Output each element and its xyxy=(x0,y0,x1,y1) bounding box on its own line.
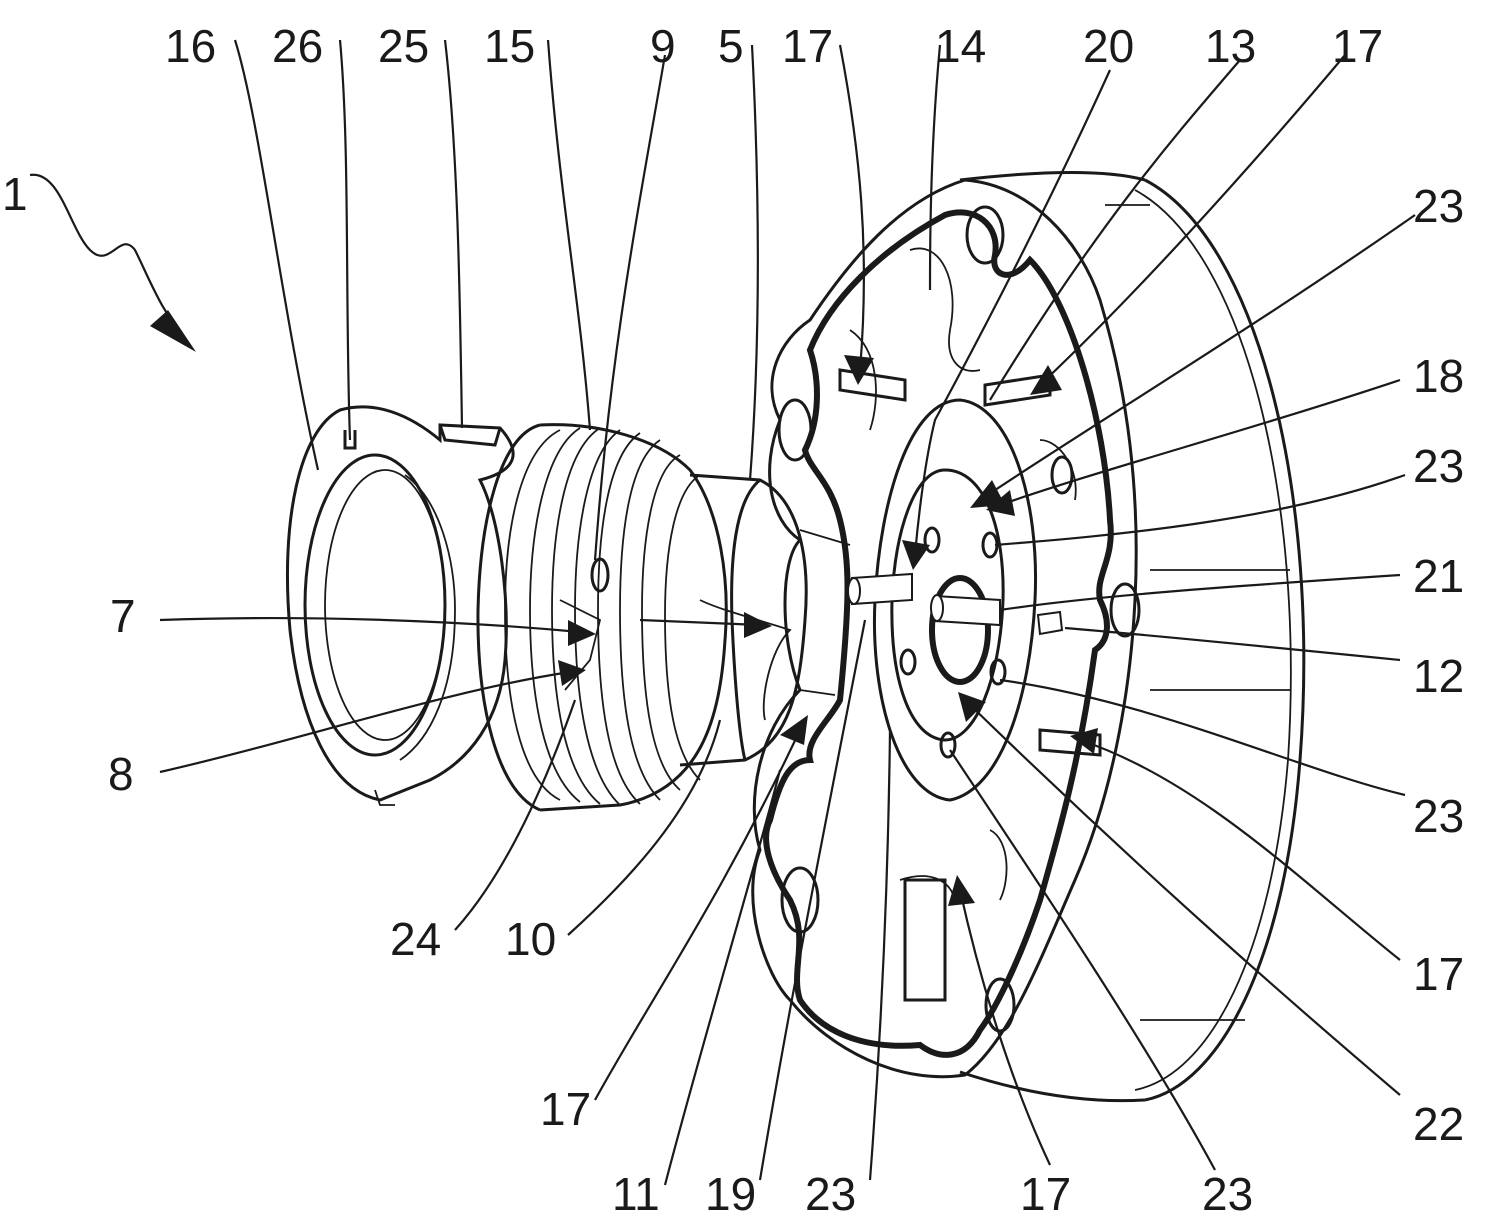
label-17-bottom: 17 xyxy=(1020,1168,1071,1220)
label-24: 24 xyxy=(390,913,441,965)
label-23-r1: 23 xyxy=(1413,180,1464,232)
label-11: 11 xyxy=(612,1168,660,1220)
label-5: 5 xyxy=(718,20,744,72)
label-20: 20 xyxy=(1083,20,1134,72)
label-8: 8 xyxy=(108,748,134,800)
label-14: 14 xyxy=(935,20,986,72)
label-1: 1 xyxy=(2,168,28,220)
label-13: 13 xyxy=(1205,20,1256,72)
label-18: 18 xyxy=(1413,350,1464,402)
label-26: 26 xyxy=(272,20,323,72)
label-17-top-right: 17 xyxy=(1332,20,1383,72)
housing-plate xyxy=(751,171,1306,1103)
reference-labels: 1 16 26 25 15 9 5 17 14 20 13 17 23 18 2… xyxy=(2,20,1464,1220)
label-10: 10 xyxy=(505,913,556,965)
label-16: 16 xyxy=(165,20,216,72)
label-17-right: 17 xyxy=(1413,948,1464,1000)
label-21: 21 xyxy=(1413,550,1464,602)
label-12: 12 xyxy=(1413,650,1464,702)
label-23-b2: 23 xyxy=(1202,1168,1253,1220)
label-25: 25 xyxy=(378,20,429,72)
spacer-sleeve xyxy=(679,473,851,767)
label-17-top: 17 xyxy=(782,20,833,72)
threaded-cylinder xyxy=(476,423,728,812)
label-19: 19 xyxy=(705,1168,756,1220)
label-23-r3: 23 xyxy=(1413,790,1464,842)
label-22: 22 xyxy=(1413,1098,1464,1150)
label-15: 15 xyxy=(484,20,535,72)
label-17-bottom-left: 17 xyxy=(540,1083,591,1135)
label-7: 7 xyxy=(110,590,136,642)
nut-ring xyxy=(285,405,515,806)
label-23-r2: 23 xyxy=(1413,440,1464,492)
label-9: 9 xyxy=(650,20,676,72)
label-23-b1: 23 xyxy=(805,1168,856,1220)
leader-lines xyxy=(29,39,1416,1186)
